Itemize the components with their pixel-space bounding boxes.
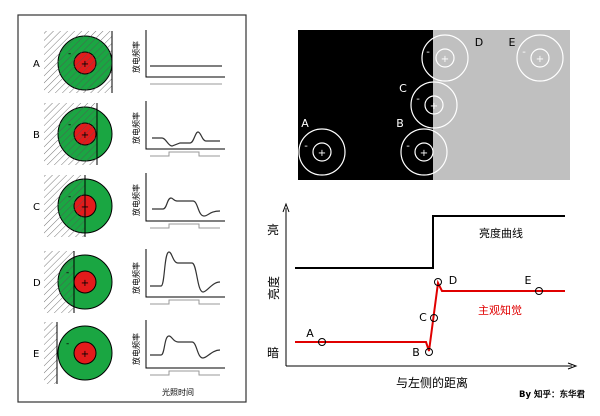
firing-curve [150,335,221,359]
x-axis [286,362,578,370]
row-c: C - + 放电频率 [33,173,225,237]
receptive-field-panel: + + + + + - - - - - A B C D E [298,30,570,180]
y-low-label: 暗 [267,345,279,360]
plus-sign: + [318,148,326,159]
point-a-marker [318,338,326,346]
field-a-center [312,142,332,162]
field-b-surround [400,128,448,176]
stimulus-trace [150,223,220,229]
row-label: E [33,349,39,360]
row-e: E - + 放电频率 [33,320,225,384]
minus-sign: - [66,339,69,349]
field-label-e: E [509,36,516,49]
graph-axes [145,320,225,369]
shadow-hatch [44,103,97,165]
light-region [433,30,570,180]
field-label-d: D [475,36,483,49]
x-axis-label: 与左侧的距离 [396,375,468,390]
y-axis-label: 放电频率 [131,112,141,144]
point-c-marker [430,314,438,322]
field-e-center [530,48,550,68]
graph-axes [145,173,225,222]
brightness-chart: 亮 亮度 暗 与左侧的距离 亮度曲线 主观知觉 A B C D E By 知乎：… [266,202,585,400]
y-high-label: 亮 [267,222,279,237]
field-c-center [424,95,444,115]
field-e-surround [516,34,564,82]
row-label: C [33,202,40,213]
field-label-b: B [396,117,404,130]
field-a-surround [298,128,346,176]
plus-sign: + [430,101,438,112]
luminance-label: 亮度曲线 [479,226,523,240]
plus-sign: + [441,54,449,65]
graph-axes [145,101,225,150]
firing-curve [152,197,221,217]
x-axis-label-time: 光照时间 [162,387,194,397]
point-e-label: E [525,274,532,287]
field-b-center [414,142,434,162]
minus-sign: - [522,47,526,58]
stimulus-trace [150,299,220,305]
row-a: A - + 放电频率 [33,30,225,93]
minus-sign: - [406,141,410,152]
plus-sign: + [81,202,89,213]
minus-sign: - [416,94,420,105]
row-d: D - + 放电频率 [33,249,225,313]
shadow-hatch [44,31,112,93]
firing-curve [152,131,220,147]
row-label: B [33,130,40,141]
row-b: B - + 放电频率 [33,101,225,165]
plus-sign: + [81,59,89,70]
point-b-label: B [412,346,420,359]
plus-sign: + [81,278,89,289]
minus-sign: - [68,120,71,130]
y-axis-label: 放电频率 [131,262,141,294]
minus-sign: - [68,192,71,202]
point-b-marker [425,348,433,356]
minus-sign: - [426,47,430,58]
stimulus-trace [150,151,220,157]
point-a-label: A [306,327,314,340]
y-axis-label: 放电频率 [131,41,141,73]
plus-sign: + [420,148,428,159]
field-d-center [435,48,455,68]
shadow-hatch [44,322,57,384]
row-label: A [33,59,40,70]
field-d-surround [421,34,469,82]
minus-sign: - [304,141,308,152]
minus-sign: - [68,49,71,59]
plus-sign: + [81,349,89,360]
point-e-marker [535,287,543,295]
luminance-curve [295,215,565,269]
minus-sign: - [66,268,69,278]
y-axis-label: 放电频率 [131,184,141,216]
center-circle [73,341,97,365]
firing-curve [150,251,221,293]
field-label-c: C [399,82,407,95]
credit-text: By 知乎：东华君 [519,389,585,400]
plus-sign: + [536,54,544,65]
point-d-marker [434,278,442,286]
y-axis-label: 亮度 [266,276,281,300]
shadow-hatch [44,251,74,313]
perception-curve [295,279,565,352]
row-label: D [33,278,41,289]
shadow-hatch [44,175,85,237]
y-axis-label: 放电频率 [131,333,141,365]
field-label-a: A [301,117,309,130]
graph-axes [145,249,225,298]
field-c-surround [410,81,458,129]
plus-sign: + [81,130,89,141]
graph-axes [145,30,225,78]
y-axis [282,202,290,366]
perception-label: 主观知觉 [478,303,522,317]
stimulus-trace [150,370,220,376]
point-d-label: D [449,274,457,287]
point-c-label: C [419,311,427,324]
